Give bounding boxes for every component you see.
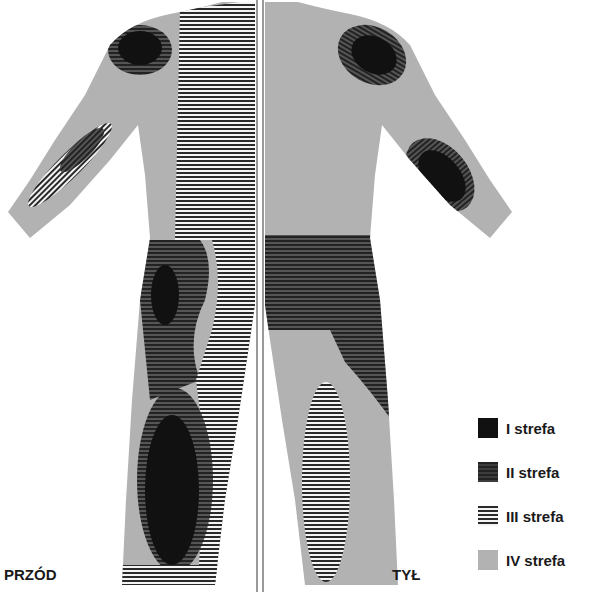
legend-text: III strefa <box>506 508 564 525</box>
suit-back <box>260 0 520 595</box>
back-label: TYŁ <box>392 566 420 583</box>
divider-line <box>256 0 258 592</box>
legend-text: I strefa <box>506 420 555 437</box>
legend-swatch <box>478 462 498 482</box>
legend-text: II strefa <box>506 464 559 481</box>
legend-swatch <box>478 506 498 526</box>
legend-swatch <box>478 550 498 570</box>
suit-front <box>0 0 260 595</box>
legend-swatch <box>478 418 498 438</box>
legend-text: IV strefa <box>506 552 565 569</box>
front-label: PRZÓD <box>4 566 57 583</box>
divider-line <box>262 0 264 592</box>
